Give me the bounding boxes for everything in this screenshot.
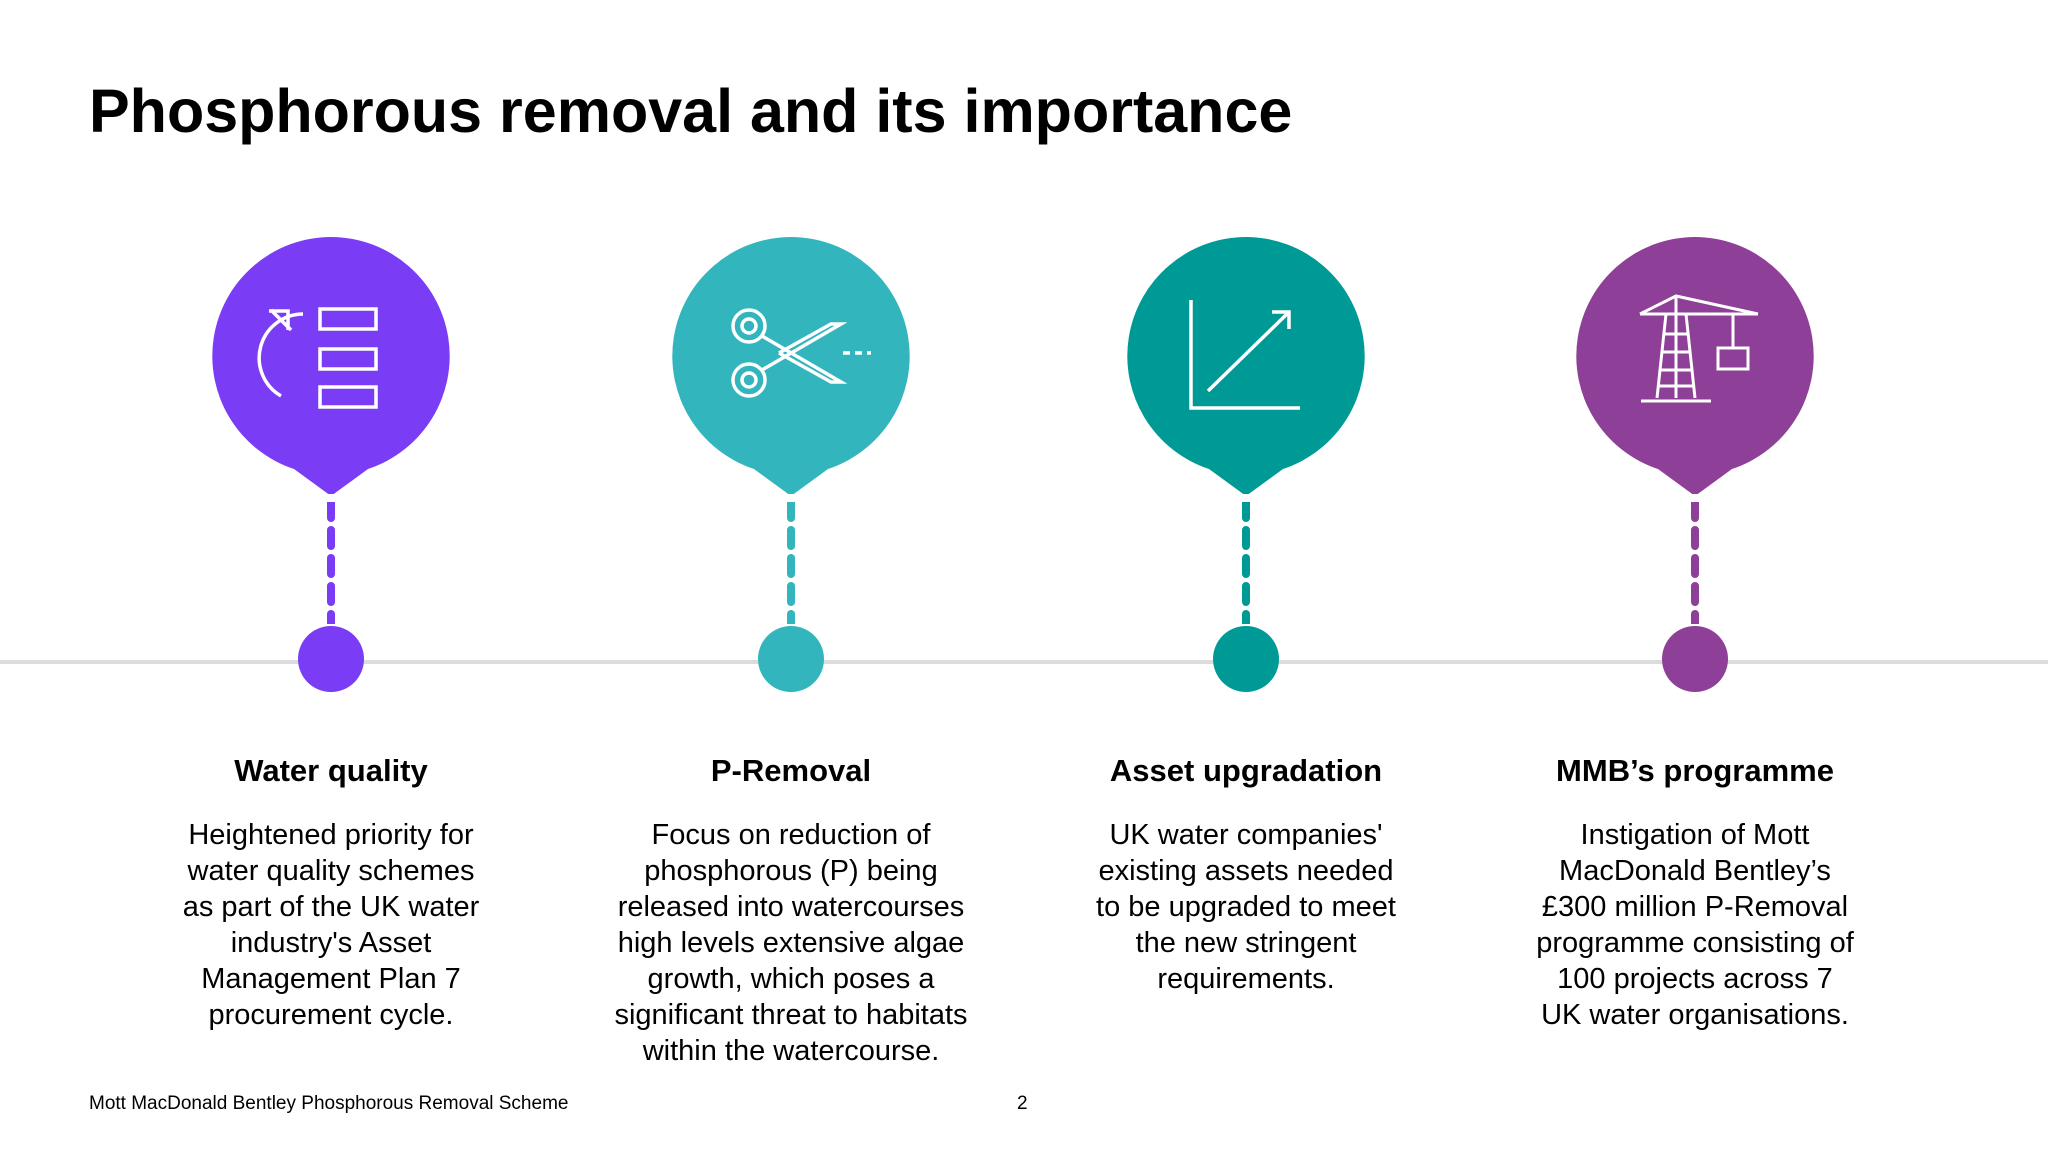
description-line: phosphorous (P) being	[644, 855, 938, 887]
description-line: Focus on reduction of	[651, 819, 931, 851]
dashed-connector	[1691, 502, 1699, 624]
description-line: to be upgraded to meet	[1096, 891, 1396, 923]
timeline-line	[0, 660, 2048, 664]
description-line: high levels extensive algae	[617, 927, 965, 959]
timeline-dot	[1662, 626, 1728, 692]
description-line: MacDonald Bentley’s	[1559, 855, 1831, 887]
stage-heading: Water quality	[234, 753, 428, 788]
dashed-connector	[1242, 502, 1250, 624]
description-line: the new stringent	[1135, 927, 1357, 959]
description-line: Instigation of Mott	[1580, 819, 1810, 851]
stage-heading: P-Removal	[710, 753, 872, 788]
stage-pin	[121, 234, 541, 494]
stage-heading: Asset upgradation	[1109, 753, 1383, 788]
page-title: Phosphorous removal and its importance	[89, 77, 1293, 145]
description-line: water quality schemes	[187, 855, 475, 887]
crane-icon	[1639, 294, 1759, 403]
description-line: within the watercourse.	[642, 1035, 940, 1067]
stage-pin	[1036, 234, 1456, 494]
footer-text: Mott MacDonald Bentley Phosphorous Remov…	[89, 1093, 569, 1114]
stage-pin	[581, 234, 1001, 494]
page-number: 2	[1017, 1093, 1028, 1114]
dashed-connector	[787, 502, 795, 624]
description-line: existing assets needed	[1098, 855, 1394, 887]
description-line: £300 million P-Removal	[1541, 891, 1849, 923]
stage-water-quality: Water quality Heightened priority for wa…	[121, 0, 541, 1152]
description-line: significant threat to habitats	[614, 999, 968, 1031]
description-line: UK water organisations.	[1541, 999, 1849, 1031]
description-line: requirements.	[1157, 963, 1335, 995]
description-line: 100 projects across 7	[1557, 963, 1833, 995]
stage-description: Instigation of Mott MacDonald Bentley’s …	[1495, 817, 1895, 1033]
scissors-icon	[731, 308, 871, 398]
stage-asset-upgradation: Asset upgradation UK water companies' ex…	[1036, 0, 1456, 1152]
stage-heading: MMB’s programme	[1556, 753, 1834, 788]
description-line: Management Plan 7	[201, 963, 461, 995]
timeline-dot	[1213, 626, 1279, 692]
stage-pin	[1485, 234, 1905, 494]
dashed-connector	[327, 502, 335, 624]
stage-description: Heightened priority for water quality sc…	[131, 817, 531, 1033]
description-line: UK water companies'	[1109, 819, 1383, 851]
description-line: as part of the UK water	[182, 891, 480, 923]
description-line: procurement cycle.	[208, 999, 454, 1031]
stage-p-removal: P-Removal Focus on reduction of phosphor…	[581, 0, 1001, 1152]
list-refresh-icon	[257, 307, 378, 409]
stage-description: Focus on reduction of phosphorous (P) be…	[591, 817, 991, 1069]
timeline-dot	[298, 626, 364, 692]
stage-mmb-programme: MMB’s programme Instigation of Mott MacD…	[1485, 0, 1905, 1152]
description-line: industry's Asset	[230, 927, 432, 959]
growth-chart-icon	[1189, 300, 1300, 410]
description-line: Heightened priority for	[188, 819, 474, 851]
timeline-dot	[758, 626, 824, 692]
description-line: released into watercourses	[617, 891, 965, 923]
stage-description: UK water companies' existing assets need…	[1046, 817, 1446, 997]
description-line: programme consisting of	[1536, 927, 1854, 959]
description-line: growth, which poses a	[647, 963, 935, 995]
